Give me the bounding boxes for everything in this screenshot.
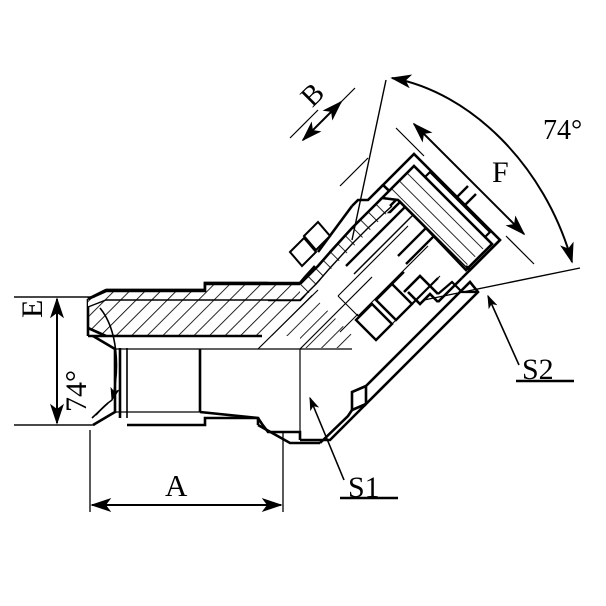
label-dim-e: E (16, 299, 49, 318)
label-dim-a: A (165, 468, 188, 503)
dimension-b (289, 87, 369, 187)
label-callout-s1: S1 (348, 471, 380, 504)
dimension-e (14, 296, 95, 426)
dimension-a (89, 430, 284, 512)
callout-leader-s1 (309, 396, 398, 500)
angle-left-leader (91, 307, 120, 419)
label-callout-s2: S2 (522, 353, 554, 386)
callout-leader-s2 (487, 294, 574, 383)
label-dim-f: F (492, 156, 509, 189)
label-angle-top-right: 74° (543, 115, 583, 146)
angle-arc-74 (351, 74, 581, 301)
label-angle-left: 74° (60, 370, 93, 412)
